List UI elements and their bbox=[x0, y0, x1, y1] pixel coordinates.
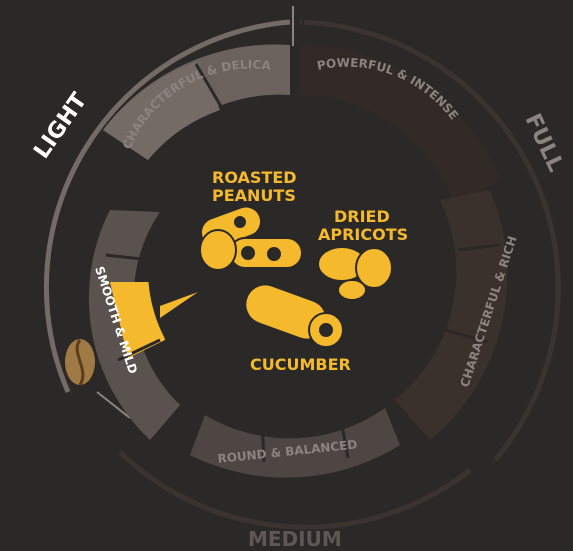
smooth-mild-highlight[interactable] bbox=[110, 282, 165, 358]
apricots-icon bbox=[317, 246, 393, 301]
inner-disc bbox=[148, 122, 444, 418]
note-label-roasted-peanuts-1: ROASTED bbox=[212, 168, 297, 187]
pointer-triangle-icon bbox=[160, 292, 198, 318]
coffee-bean-icon bbox=[65, 339, 95, 386]
note-label-roasted-peanuts-2: PEANUTS bbox=[212, 186, 296, 205]
note-label-dried-apricots-2: APRICOTS bbox=[318, 225, 408, 244]
scale-label-medium: MEDIUM bbox=[248, 527, 342, 551]
peanuts-icon bbox=[199, 205, 303, 271]
note-label-cucumber: CUCUMBER bbox=[250, 355, 351, 374]
note-label-dried-apricots-1: DRIED bbox=[334, 207, 390, 226]
intensity-ring bbox=[88, 44, 508, 478]
cucumber-icon bbox=[244, 283, 344, 348]
outer-scale-arc bbox=[43, 6, 561, 530]
